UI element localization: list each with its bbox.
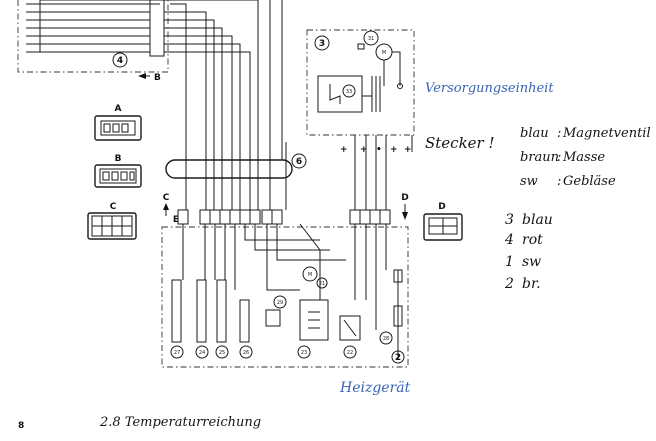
part-29-number: 29 bbox=[277, 300, 283, 306]
connector-a: A bbox=[94, 104, 142, 141]
part-26-number: 26 bbox=[243, 350, 249, 356]
supply-unit: 3 31 M 33 bbox=[306, 29, 415, 136]
pin-row-2-color: rot bbox=[522, 232, 543, 248]
arrow-d-label: D bbox=[401, 193, 408, 203]
legend-row-2-color: braun bbox=[520, 150, 559, 165]
part-28-number: 28 bbox=[383, 336, 389, 342]
heater-handwritten: Heizgerät bbox=[339, 380, 411, 396]
supply-wires bbox=[354, 135, 413, 210]
pin-list: 3 blau 4 rot 1 sw 2 br. bbox=[504, 212, 553, 292]
svg-text:M: M bbox=[382, 50, 386, 56]
connector-d: D bbox=[423, 202, 463, 241]
pin-row-4-color: br. bbox=[522, 276, 541, 292]
connector-b: B bbox=[94, 154, 142, 188]
svg-text::: : bbox=[557, 150, 561, 165]
pin-row-1-num: 3 bbox=[505, 212, 514, 228]
pin-row-2-num: 4 bbox=[504, 232, 514, 248]
color-legend: blau : Magnetventil braun : Masse sw : G… bbox=[520, 126, 651, 189]
svg-text:+: + bbox=[340, 145, 348, 155]
connector-d-label: D bbox=[438, 202, 445, 212]
arrow-c-label: C bbox=[163, 193, 170, 203]
legend-row-2-meaning: Masse bbox=[562, 150, 605, 165]
svg-text:•: • bbox=[376, 145, 382, 155]
svg-text::: : bbox=[557, 174, 561, 189]
legend-row-1-color: blau bbox=[520, 126, 549, 141]
page-number: 8 bbox=[18, 421, 24, 431]
part-31-number: 31 bbox=[368, 36, 374, 42]
plug-note: Stecker ! bbox=[425, 134, 495, 152]
part-25-number: 25 bbox=[219, 350, 225, 356]
legend-row-3-meaning: Gebläse bbox=[563, 174, 616, 189]
arrow-c: C E bbox=[163, 193, 179, 225]
svg-text:+: + bbox=[404, 145, 412, 155]
heater-number: 2 bbox=[395, 353, 401, 363]
svg-text:M: M bbox=[308, 272, 312, 278]
wire-bundle bbox=[62, 0, 287, 210]
arrow-b-label: B bbox=[154, 73, 161, 83]
connector-a-label: A bbox=[115, 104, 122, 114]
part-21-number: 21 bbox=[319, 281, 325, 287]
part-27-number: 27 bbox=[174, 350, 180, 356]
e-label: E bbox=[173, 215, 179, 225]
controller-number: 4 bbox=[117, 56, 123, 66]
legend-row-1-meaning: Magnetventil bbox=[562, 126, 651, 141]
pin-row-3-num: 1 bbox=[505, 254, 514, 270]
caption-handwritten: 2.8 Temperaturreichung bbox=[99, 415, 261, 430]
heater-block: M 21 29 23 22 28 27 24 25 26 2 bbox=[161, 209, 409, 368]
controller-block: 4 B bbox=[17, 0, 169, 83]
harness-6: 6 bbox=[165, 153, 307, 179]
harness-number: 6 bbox=[296, 157, 302, 167]
pin-row-4-num: 2 bbox=[504, 276, 514, 292]
legend-row-3-color: sw bbox=[520, 174, 538, 189]
pin-row-1-color: blau bbox=[522, 212, 553, 228]
plug-markers: + + • + + bbox=[340, 145, 412, 155]
connector-c-label: C bbox=[110, 202, 117, 212]
supply-unit-handwritten: Versorgungseinheit bbox=[425, 81, 554, 96]
part-33-number: 33 bbox=[346, 89, 352, 95]
svg-text:+: + bbox=[390, 145, 398, 155]
svg-text:+: + bbox=[360, 145, 368, 155]
part-24-number: 24 bbox=[199, 350, 205, 356]
supply-unit-number: 3 bbox=[319, 39, 325, 49]
pin-row-3-color: sw bbox=[522, 254, 541, 270]
arrow-d: D bbox=[401, 193, 409, 220]
connector-c: C bbox=[87, 202, 137, 240]
part-22-number: 22 bbox=[347, 350, 353, 356]
part-23-number: 23 bbox=[301, 350, 307, 356]
connector-b-label: B bbox=[115, 154, 122, 164]
svg-text::: : bbox=[557, 126, 561, 141]
